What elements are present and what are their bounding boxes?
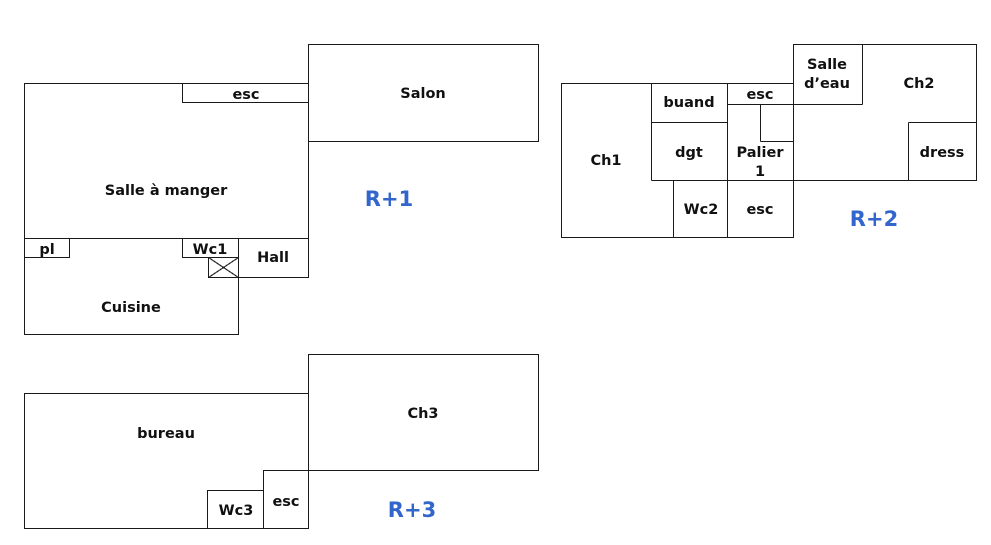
room-label-bureau: bureau (137, 426, 195, 442)
wall-bureau (24, 393, 309, 529)
room-labels-r3: Ch3 bureau Wc3 esc (137, 406, 438, 519)
room-label-esc-r3: esc (272, 494, 299, 510)
room-label-hall: Hall (257, 250, 289, 266)
walls-r2 (561, 44, 977, 238)
room-label-palier-2: 1 (755, 164, 765, 180)
room-label-esc-r1: esc (232, 87, 259, 103)
wall-dining (24, 83, 309, 239)
level-label-r2: R+2 (850, 207, 898, 231)
room-label-esc-r2-upper: esc (746, 87, 773, 103)
room-label-salle-deau-1: Salle (807, 57, 847, 73)
wall-wc3 (207, 490, 264, 529)
wall-kitchen (24, 238, 239, 335)
room-label-pl: pl (39, 242, 54, 258)
walls-r3 (24, 354, 539, 529)
wall-shaft (208, 257, 239, 278)
wall-pl (24, 238, 70, 258)
room-label-palier-1: Palier (737, 145, 785, 161)
room-label-dgt: dgt (675, 145, 703, 161)
room-label-buand: buand (663, 95, 714, 111)
room-label-salle-deau-2: d’eau (804, 76, 850, 92)
wall-ch3 (308, 354, 539, 471)
room-label-wc1: Wc1 (193, 242, 228, 258)
room-label-wc2: Wc2 (684, 202, 719, 218)
wall-upper-block (793, 44, 977, 181)
room-label-cuisine: Cuisine (101, 300, 161, 316)
room-labels-r2: buand esc Salle d’eau Ch2 Ch1 dgt Palier… (590, 57, 964, 218)
room-labels-r1: esc Salon Salle à manger pl Wc1 Hall Cui… (39, 86, 445, 316)
level-labels: R+1 R+2 R+3 (365, 187, 898, 522)
level-label-r3: R+3 (388, 498, 436, 522)
shaft-cross-b (208, 257, 239, 278)
wall-esc-r1 (182, 83, 309, 103)
room-label-dress: dress (920, 145, 965, 161)
room-label-ch3: Ch3 (407, 406, 438, 422)
room-label-wc3: Wc3 (219, 503, 254, 519)
walls-r1 (24, 44, 539, 335)
room-label-salon: Salon (400, 86, 445, 102)
room-label-esc-r2-lower: esc (746, 202, 773, 218)
room-label-salle-a-manger: Salle à manger (105, 183, 228, 199)
room-label-ch2: Ch2 (903, 76, 934, 92)
room-label-ch1: Ch1 (590, 153, 621, 169)
level-label-r1: R+1 (365, 187, 413, 211)
